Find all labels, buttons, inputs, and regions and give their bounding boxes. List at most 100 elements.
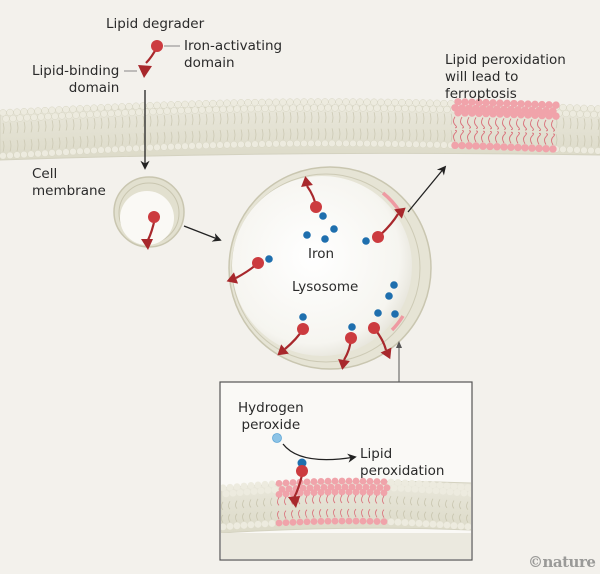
lipid-head bbox=[422, 520, 430, 528]
lipid-tail bbox=[65, 119, 68, 149]
peroxidized-tail bbox=[333, 494, 336, 518]
peroxidized-head bbox=[348, 483, 356, 491]
lipid-head bbox=[590, 110, 598, 119]
arrow-to-lysosome bbox=[183, 225, 222, 242]
lipid-head bbox=[307, 98, 315, 106]
lipid-tail bbox=[121, 116, 124, 146]
lipid-tail bbox=[438, 499, 441, 521]
lipid-head bbox=[411, 485, 419, 493]
lipid-head bbox=[446, 488, 454, 496]
lipid-head bbox=[338, 104, 346, 112]
lipid-head bbox=[174, 100, 182, 109]
lipid-head bbox=[2, 115, 10, 123]
lipid-tail bbox=[58, 119, 61, 149]
iron-ion bbox=[391, 310, 399, 318]
lipid-tail bbox=[198, 113, 201, 142]
lipid-head bbox=[23, 114, 31, 122]
lipid-head bbox=[237, 99, 245, 107]
lipid-tail bbox=[233, 112, 236, 141]
lipid-tail bbox=[410, 497, 413, 520]
membrane-heads-top bbox=[0, 98, 600, 123]
lipid-head bbox=[167, 143, 175, 151]
peroxidized-head bbox=[479, 142, 487, 150]
lipid-head bbox=[310, 104, 318, 112]
peroxidized-head bbox=[383, 484, 391, 492]
peroxidized-head bbox=[324, 517, 332, 525]
lipid-head bbox=[408, 519, 416, 527]
lipid-tail bbox=[275, 112, 278, 140]
lipid-head bbox=[394, 518, 402, 526]
iron-activating-domain bbox=[297, 323, 309, 335]
degrader-legend-molecule bbox=[124, 40, 180, 78]
lipid-head bbox=[419, 99, 427, 107]
lipid-tail bbox=[417, 497, 420, 520]
lipid-head bbox=[251, 98, 259, 107]
lipid-head bbox=[282, 104, 290, 112]
lipid-tail bbox=[310, 111, 313, 140]
lipid-head bbox=[450, 522, 458, 530]
lipid-tail bbox=[114, 117, 117, 146]
lipid-head bbox=[562, 109, 570, 118]
lipid-head bbox=[79, 111, 87, 119]
lipid-head bbox=[118, 145, 126, 153]
peroxidized-head bbox=[549, 145, 557, 153]
lipid-head bbox=[97, 146, 105, 154]
lipid-head bbox=[366, 104, 374, 112]
lipid-head bbox=[429, 105, 437, 113]
lipid-head bbox=[422, 480, 430, 488]
iron-activating-domain bbox=[372, 231, 384, 243]
peroxidized-head bbox=[334, 483, 342, 491]
lipid-head bbox=[576, 110, 584, 118]
lipid-head bbox=[146, 101, 154, 110]
peroxidized-head bbox=[306, 484, 314, 492]
lipid-tail bbox=[459, 500, 462, 523]
lipid-head bbox=[191, 106, 199, 114]
peroxidized-head bbox=[359, 477, 367, 485]
lipid-tail bbox=[403, 496, 406, 519]
peroxidized-head bbox=[373, 489, 381, 496]
peroxidized-head bbox=[380, 518, 388, 526]
lipid-binding-domain bbox=[338, 358, 350, 370]
peroxidized-tail bbox=[319, 495, 322, 518]
lipid-head bbox=[328, 139, 336, 148]
iron-icon bbox=[297, 458, 307, 468]
lipid-head bbox=[229, 489, 237, 497]
lipid-head bbox=[314, 139, 322, 148]
peroxidized-head bbox=[552, 112, 560, 120]
peroxidized-head bbox=[468, 98, 476, 106]
peroxidized-head bbox=[362, 483, 370, 491]
peroxidized-head bbox=[542, 144, 550, 153]
lipid-head bbox=[272, 98, 280, 106]
iron-activating-domain-icon bbox=[151, 40, 163, 52]
lipid-head bbox=[258, 98, 266, 107]
lipid-head bbox=[44, 112, 52, 121]
lipid-head bbox=[317, 104, 325, 112]
lipid-head bbox=[429, 520, 437, 528]
lipid-head bbox=[240, 105, 248, 113]
peroxidized-head bbox=[359, 488, 367, 496]
peroxidized-head bbox=[461, 98, 469, 106]
lipid-tail bbox=[9, 122, 12, 152]
lipid-tail bbox=[296, 111, 299, 140]
peroxidized-head bbox=[282, 490, 290, 498]
endosome-vesicle bbox=[113, 176, 185, 250]
lipid-head bbox=[27, 150, 35, 158]
lipid-head bbox=[331, 104, 339, 112]
peroxidized-head bbox=[303, 478, 311, 486]
lipid-head bbox=[111, 103, 119, 111]
lipid-head bbox=[83, 147, 91, 155]
lipid-tail bbox=[424, 497, 427, 520]
peroxidized-head bbox=[482, 98, 490, 107]
lipid-head bbox=[107, 109, 115, 118]
peroxidized-tail bbox=[347, 494, 350, 518]
iron-ion bbox=[319, 212, 327, 220]
lipid-tail bbox=[249, 499, 252, 522]
lipid-head bbox=[566, 146, 574, 154]
lipid-head bbox=[401, 104, 409, 113]
peroxidized-head bbox=[324, 488, 332, 496]
lipid-tail bbox=[16, 121, 19, 152]
lipid-tail bbox=[30, 121, 33, 151]
lipid-head bbox=[160, 101, 168, 109]
iron-ion bbox=[265, 255, 273, 263]
lipid-tail bbox=[221, 501, 224, 524]
